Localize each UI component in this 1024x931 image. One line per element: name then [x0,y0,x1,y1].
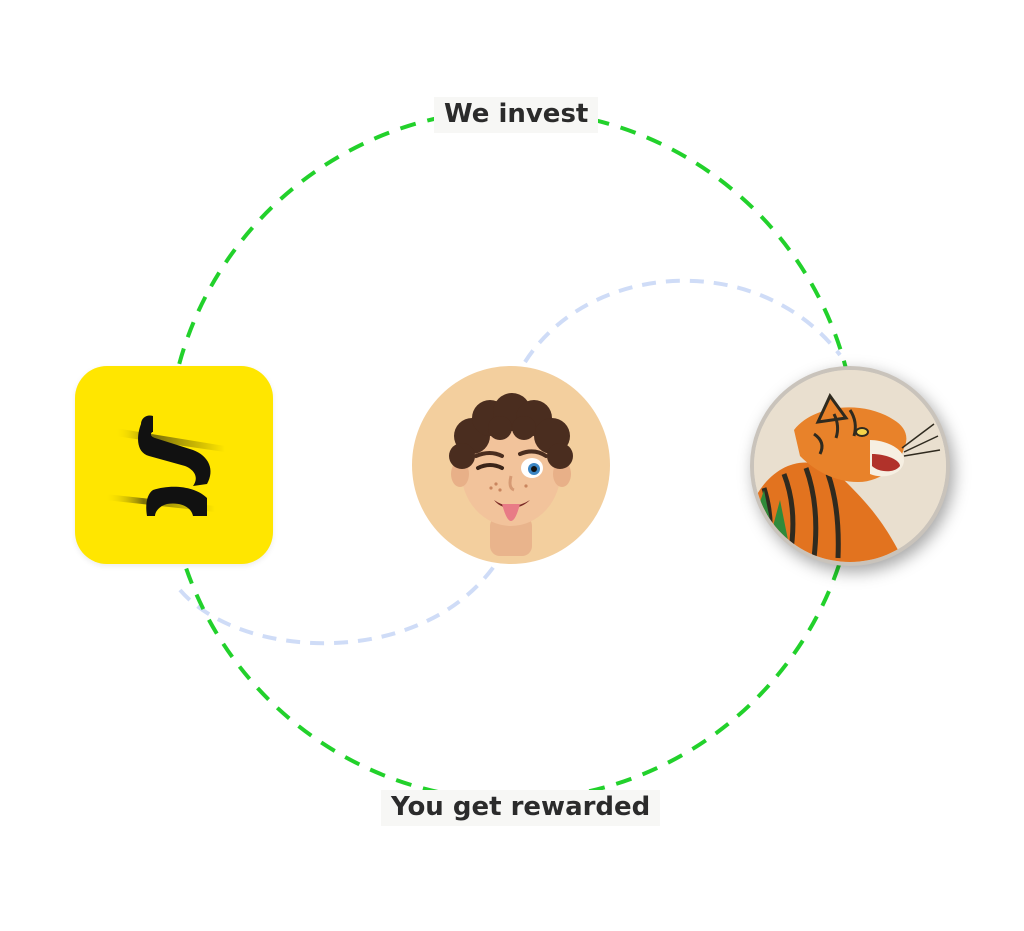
app-logo-icon [75,366,273,564]
inner-connector-path-upper [525,281,840,362]
inner-connector-path [180,565,495,643]
memoji-avatar-icon [412,366,610,564]
user-avatar [412,366,610,564]
you-get-rewarded-label: You get rewarded [381,790,660,826]
we-invest-label: We invest [434,97,598,133]
app-logo-tile [75,366,273,564]
tiger-illustration-icon [754,370,946,562]
tiger-coin [750,366,950,566]
